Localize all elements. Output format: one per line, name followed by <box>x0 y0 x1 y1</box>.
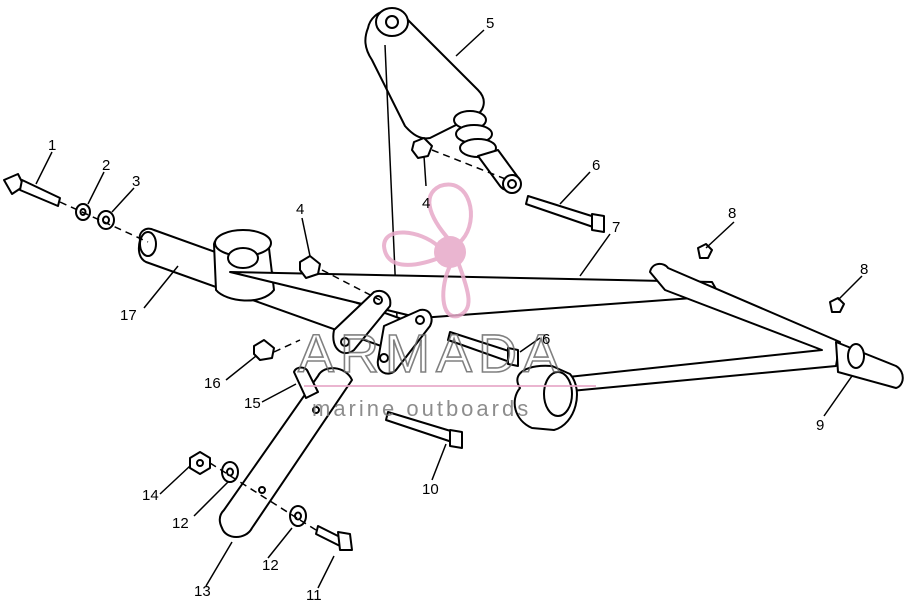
callout-8-b: 8 <box>860 261 868 278</box>
callout-3: 3 <box>132 173 140 190</box>
callout-13: 13 <box>194 583 211 600</box>
callout-2: 2 <box>102 157 110 174</box>
callout-12-b: 12 <box>262 557 279 574</box>
propeller-logo-icon <box>381 182 473 319</box>
callout-5: 5 <box>486 15 494 32</box>
callout-labels: 1 2 3 4 4 5 6 6 7 8 8 9 10 11 12 12 13 1… <box>48 15 868 602</box>
callout-8-a: 8 <box>728 205 736 222</box>
callout-1: 1 <box>48 137 56 154</box>
callout-9: 9 <box>816 417 824 434</box>
callout-12-a: 12 <box>172 515 189 532</box>
callout-4-upper: 4 <box>422 195 430 212</box>
callout-11: 11 <box>306 587 322 602</box>
callout-7: 7 <box>612 219 620 236</box>
a-arm <box>229 262 904 431</box>
callout-4-middle: 4 <box>296 201 304 218</box>
watermark-title: ARMADA <box>298 324 565 384</box>
shock-alignment-line <box>384 44 398 319</box>
shock-absorber <box>364 7 522 194</box>
leader-lines <box>35 29 863 589</box>
alignment-lines <box>59 149 509 531</box>
link-arm <box>218 366 353 538</box>
callout-16: 16 <box>204 375 221 392</box>
callout-6-lower: 6 <box>542 331 550 348</box>
callout-14: 14 <box>142 487 159 504</box>
callout-17: 17 <box>120 307 137 324</box>
callout-15: 15 <box>244 395 261 412</box>
callout-10: 10 <box>422 481 439 498</box>
callout-6-upper: 6 <box>592 157 600 174</box>
pivot-brackets <box>332 290 433 375</box>
watermark-subtitle: marine outboards <box>312 396 531 421</box>
watermark: ARMADA marine outboards <box>297 182 596 421</box>
